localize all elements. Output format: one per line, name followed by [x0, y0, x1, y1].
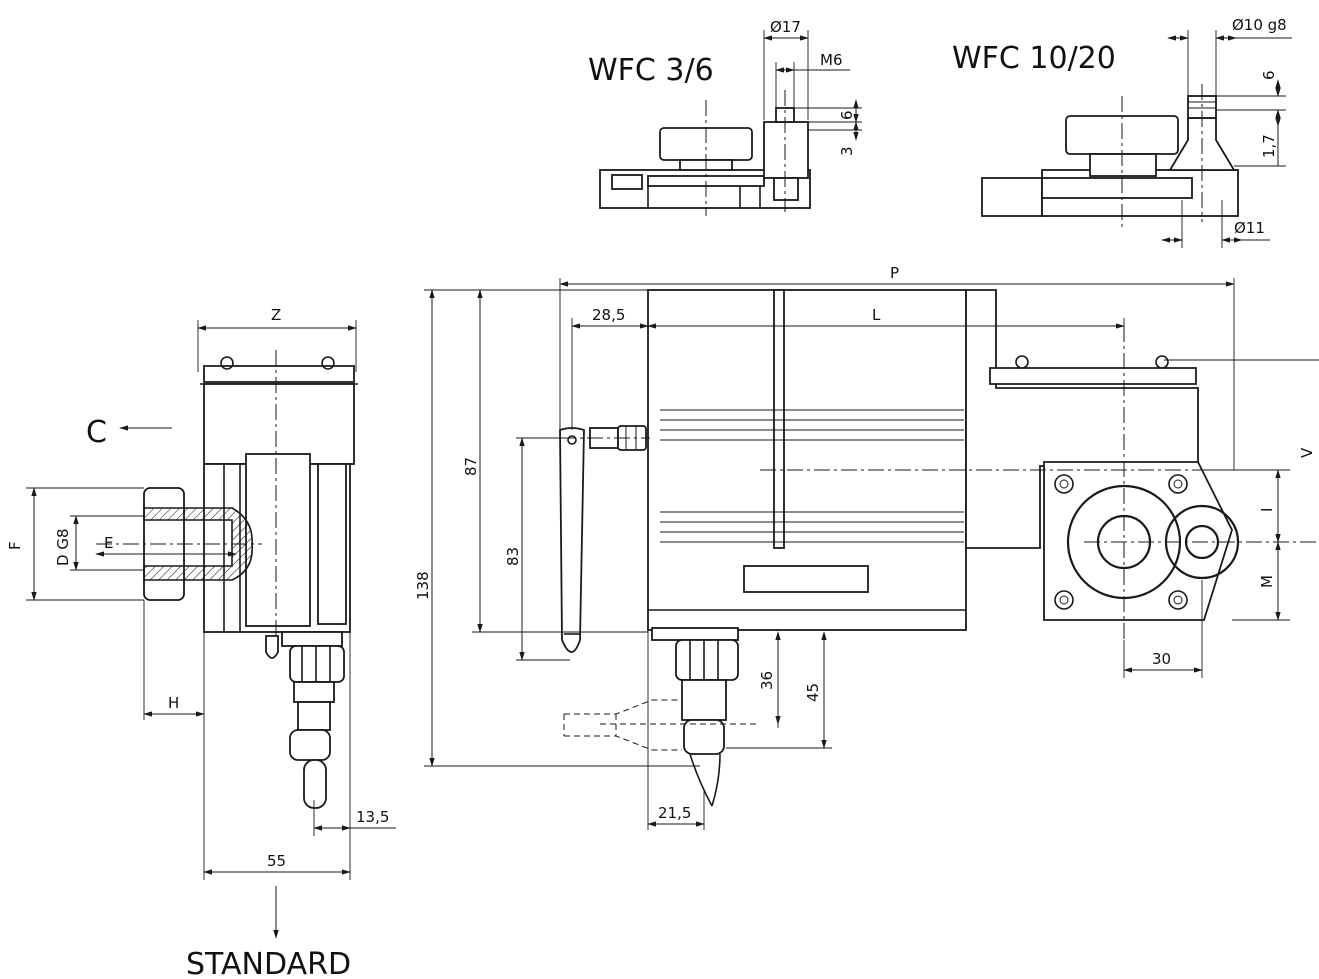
arrow-c-label: C: [86, 415, 107, 450]
dim-front-m: M: [1258, 575, 1276, 588]
dim-wfc36-dia17: Ø17: [770, 18, 801, 36]
dim-front-87: 87: [462, 457, 480, 476]
dim-side-55: 55: [267, 852, 286, 870]
dim-wfc36-m6: M6: [820, 51, 843, 69]
dim-wfc1020-dia10: Ø10 g8: [1232, 16, 1287, 34]
dim-front-83: 83: [504, 547, 522, 566]
wfc36-title: WFC 3/6: [588, 53, 714, 88]
motor-fins-upper: [660, 409, 964, 441]
front-view: P 28,5 L 138 87 83 36 45 21,5 30: [414, 264, 1319, 830]
dim-wfc36-3: 3: [838, 146, 856, 156]
dim-front-138: 138: [414, 571, 432, 600]
wfc1020-detail-view: WFC 10/20 Ø10 g8 6 1,7 Ø11: [952, 16, 1292, 248]
dim-side-d-g8: D G8: [54, 529, 72, 567]
dim-front-28-5: 28,5: [592, 306, 625, 324]
dim-front-i: I: [1258, 508, 1276, 512]
dim-wfc36-6: 6: [838, 110, 856, 120]
dim-side-h: H: [168, 694, 179, 712]
motor-fins-lower: [660, 511, 964, 543]
wfc36-detail-view: WFC 3/6 Ø17 M6 6 3: [588, 18, 862, 216]
dim-side-13-5: 13,5: [356, 808, 389, 826]
dim-wfc1020-dia11: Ø11: [1234, 219, 1265, 237]
dim-front-30: 30: [1152, 650, 1171, 668]
dim-side-f: F: [6, 541, 24, 550]
dim-wfc1020-6: 6: [1260, 70, 1278, 80]
dim-front-45: 45: [804, 683, 822, 702]
dim-side-z: Z: [271, 306, 281, 324]
standard-label: STANDARD: [186, 947, 351, 979]
dim-front-21-5: 21,5: [658, 804, 691, 822]
side-view: Z C F D G8 E H 13,5 55 STANDARD: [6, 306, 396, 979]
dim-side-e: E: [104, 534, 113, 552]
wfc1020-title: WFC 10/20: [952, 41, 1116, 76]
dim-wfc1020-1-7: 1,7: [1260, 134, 1278, 158]
dim-front-p: P: [890, 264, 899, 282]
dim-front-36: 36: [758, 671, 776, 690]
dim-front-l: L: [872, 306, 881, 324]
dim-front-v: V: [1298, 447, 1316, 458]
